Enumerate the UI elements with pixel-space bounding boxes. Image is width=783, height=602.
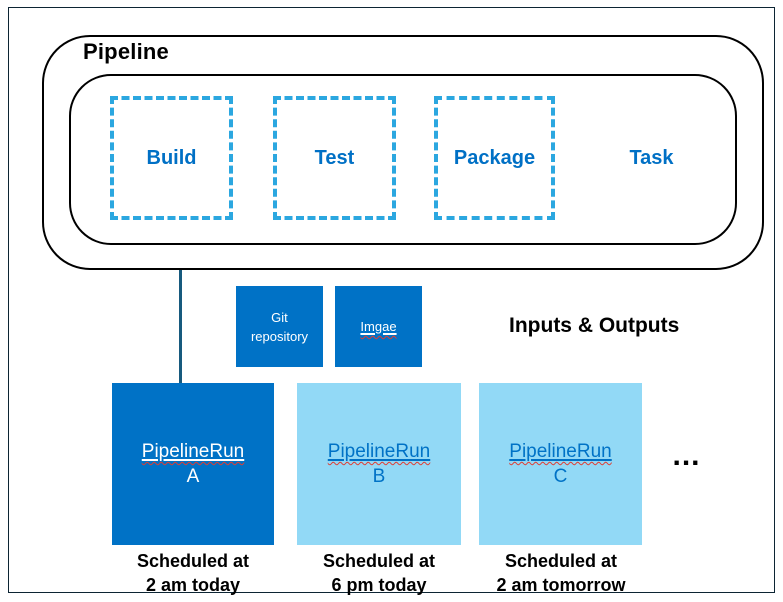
- task-box-package-label: Package: [453, 146, 536, 169]
- task-box-build-label: Build: [146, 146, 197, 169]
- pipeline-run-c-box: PipelineRun C: [479, 383, 642, 545]
- run-b-schedule-caption: Scheduled at 6 pm today: [322, 551, 436, 595]
- pipeline-run-b-box: PipelineRun B: [297, 383, 461, 545]
- image-box-label: Imgae: [360, 319, 397, 334]
- pipeline-to-run-connector-line: [179, 270, 182, 384]
- image-box: Imgae: [335, 286, 422, 367]
- task-box-test-label: Test: [314, 146, 355, 169]
- inputs-outputs-heading: Inputs & Outputs: [509, 314, 680, 337]
- task-box-build: Build: [110, 96, 233, 220]
- pipeline-run-a-box: PipelineRun A: [112, 383, 274, 545]
- run-a-schedule-caption: Scheduled at 2 am today: [136, 551, 250, 595]
- task-box-test: Test: [273, 96, 396, 220]
- git-repository-label: Git repository: [250, 309, 309, 344]
- task-box-package: Package: [434, 96, 555, 220]
- pipeline-run-a-label: PipelineRun A: [141, 441, 245, 487]
- git-repository-box: Git repository: [236, 286, 323, 367]
- generic-task-label: Task: [629, 146, 674, 169]
- more-runs-ellipsis: ...: [672, 439, 701, 472]
- pipeline-run-c-label: PipelineRun C: [509, 441, 612, 487]
- run-c-schedule-caption: Scheduled at 2 am tomorrow: [496, 551, 626, 595]
- pipeline-title: Pipeline: [83, 39, 169, 64]
- pipeline-run-b-label: PipelineRun B: [327, 441, 431, 487]
- diagram-frame: Pipeline Build Test Package Task Git rep…: [8, 7, 775, 595]
